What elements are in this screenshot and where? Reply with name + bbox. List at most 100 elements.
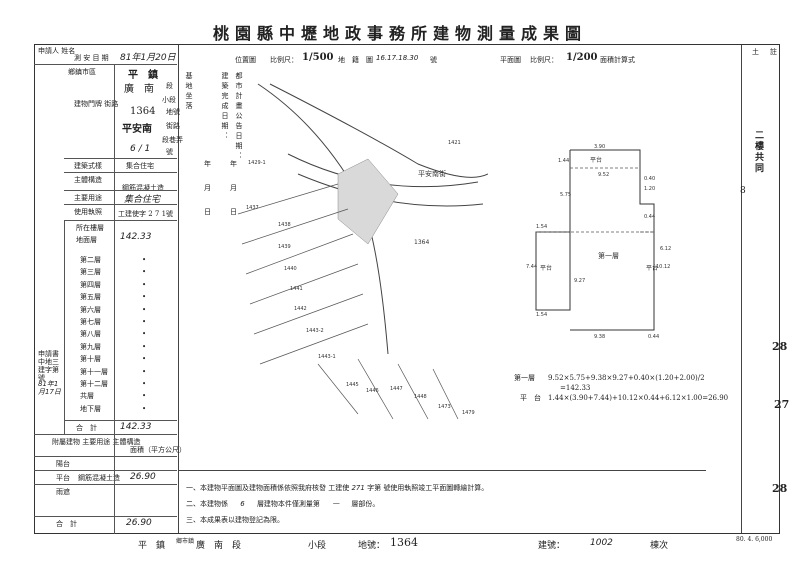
footer-parcel-value: 1364 — [390, 536, 418, 549]
applicant-label: 申請人 姓名 — [38, 47, 76, 55]
footer-parcel-label: 地號： — [358, 541, 386, 551]
date-value: 81年1月20日 — [120, 53, 176, 63]
applicant-value: 測 安 目 期 — [74, 54, 109, 62]
parcel-label-3: 1438 — [278, 222, 291, 228]
dim-left-height: 5.75 — [560, 192, 571, 198]
permit-unit: 號 — [166, 210, 173, 218]
parcel-label-11: 1446 — [366, 388, 379, 394]
plan-first-floor-label: 第一層 — [598, 251, 619, 260]
floor-row-dot: • — [142, 392, 147, 401]
permit-value: 工建使字 2 7 1 — [118, 210, 167, 218]
right-column-divider — [741, 45, 742, 533]
calc-platform-label: 平 台 — [520, 394, 541, 402]
street-unit: 街路 — [166, 122, 180, 130]
first-floor-outline — [570, 149, 655, 331]
floor-row-label: 第九層 — [80, 342, 101, 351]
right-col-label-2: 註 — [770, 48, 777, 56]
parcel-label-14: 1473 — [438, 404, 451, 410]
structure-value: 鋼筋混凝土造 — [122, 184, 164, 192]
note2-part-c: 層建物本件僅測量第 — [256, 500, 320, 508]
day-label-1: 日 — [204, 208, 211, 216]
parcel-label-7: 1442 — [294, 306, 307, 312]
floor-row-dot: • — [142, 355, 147, 364]
floor-row-label: 共層 — [80, 392, 94, 401]
scale-value-1: 1/500 — [302, 52, 334, 63]
footer-township-suffix: 鄉市鎮 — [176, 538, 195, 545]
left-table-divider — [178, 45, 179, 533]
footer-print-code: 80. 4. 6,000 — [736, 536, 773, 543]
scale-label-1: 比例尺： — [270, 56, 298, 64]
right-margin-number-1: 28 — [772, 340, 788, 353]
plan-label: 平面圖 — [500, 56, 521, 64]
parcel-label-12: 1447 — [390, 386, 403, 392]
day-label-2: 日 — [230, 208, 237, 216]
structure-label: 主體構造 — [74, 176, 102, 184]
floor-row-dot: • — [142, 305, 147, 314]
yard-label: 雨遮 — [56, 488, 70, 496]
parcel-label-13: 1448 — [414, 394, 427, 400]
parcel-label-9: 1443-1 — [318, 354, 336, 360]
plan-right-platform-label: 平台 — [646, 264, 658, 272]
floor-row-dot: • — [142, 318, 147, 326]
footer-section: 廣 南 段 — [196, 541, 242, 551]
plan-suffix: 面積計算式 — [600, 56, 635, 64]
note1-part-b: 工建使 — [328, 484, 350, 492]
note-1: 一、本建物平面圖及建物面積係依照我府核發 工建使 271 字第 號使用執照竣工平… — [186, 484, 488, 493]
year-label-2: 年 — [230, 160, 237, 168]
platform-structure: 鋼筋混凝土造 — [78, 474, 120, 482]
floor-row-dot: • — [142, 380, 147, 388]
section-value: 廣 南 — [124, 84, 154, 95]
parcel-label-1: 1421 — [448, 140, 461, 146]
year-label-1: 年 — [204, 160, 211, 168]
plan-left-platform-label: 平台 — [540, 264, 552, 272]
note-2: 二、本建物係 6 層建物本件僅測量第 一 層部份。 — [186, 500, 379, 509]
left-info-table: 申請人 姓名 測 安 目 期 81年1月20日 鄉鎮市區 平 鎮 廣 南 段 小… — [34, 44, 186, 534]
door-unit: 號 — [166, 148, 173, 156]
usage-label: 主要用途 — [74, 194, 102, 202]
dim-top-outer: 9.52 — [598, 172, 609, 178]
floor-header-2: 地面層 — [76, 236, 97, 244]
total-value: 142.33 — [120, 422, 152, 432]
applicant-note: 申請書 中地三建字第 號 — [38, 350, 59, 382]
note2-part-b: 6 — [240, 500, 245, 508]
right-margin-number-3: 28 — [772, 482, 788, 495]
dim-bottom-right: 0.44 — [648, 334, 659, 340]
floor-row-label: 第十層 — [80, 355, 101, 364]
floor-row-dot: • — [142, 268, 147, 277]
parcel-label-6: 1441 — [290, 286, 303, 292]
calc-first-formula: 9.52×5.75+9.38×9.27+0.40×(1.20+2.00)/2 — [548, 374, 705, 382]
dim-top-width: 3.90 — [594, 144, 605, 150]
floor-row-label: 第十一層 — [80, 367, 108, 376]
plan-platform-top-label: 平台 — [590, 156, 602, 164]
calc-first-label: 第一層 — [514, 374, 535, 382]
floor-row-label: 第三層 — [80, 268, 101, 277]
floor-row-label: 地下層 — [80, 404, 101, 413]
dim-side-right: 0.44 — [644, 214, 655, 220]
floor-row-dot: • — [142, 404, 147, 413]
base-location-label: 基地坐落 — [185, 72, 193, 112]
dim-left-tall: 7.44 — [526, 264, 537, 270]
building-completion-label: 建築完成日期： — [221, 72, 229, 142]
parcel-unit: 地號 — [166, 108, 180, 116]
floor-row-label: 第七層 — [80, 318, 101, 326]
map-sheet-label: 地 籍 圖 — [338, 56, 373, 64]
right-margin-text: 二樓共同 — [753, 130, 763, 174]
building-address-label: 建物門牌 街路 — [74, 100, 119, 108]
floor-row-label: 第五層 — [80, 293, 101, 302]
location-hatched-area — [337, 158, 399, 245]
floor-row-label: 第十二層 — [80, 380, 108, 388]
note2-part-a: 二、本建物係 — [186, 500, 228, 508]
parcel-label-8: 1443-2 — [306, 328, 324, 334]
urban-plan-label: 都市計畫公告日期： — [235, 72, 243, 162]
platform-area: 26.90 — [130, 472, 156, 482]
township-value: 平 鎮 — [128, 70, 158, 81]
dim-mid-tall: 9.27 — [574, 278, 585, 284]
note1-part-c: 字第 — [367, 484, 382, 492]
total-label: 合 計 — [76, 424, 97, 432]
note2-part-d: 一 — [332, 500, 340, 508]
floor-plan: 平台 第一層 平台 平台 3.90 9.52 5.75 1.54 0.44 7.… — [526, 144, 671, 340]
floor-row-dot: • — [142, 280, 147, 289]
notes-divider — [178, 470, 706, 471]
right-margin-mark: 8 — [740, 186, 746, 196]
